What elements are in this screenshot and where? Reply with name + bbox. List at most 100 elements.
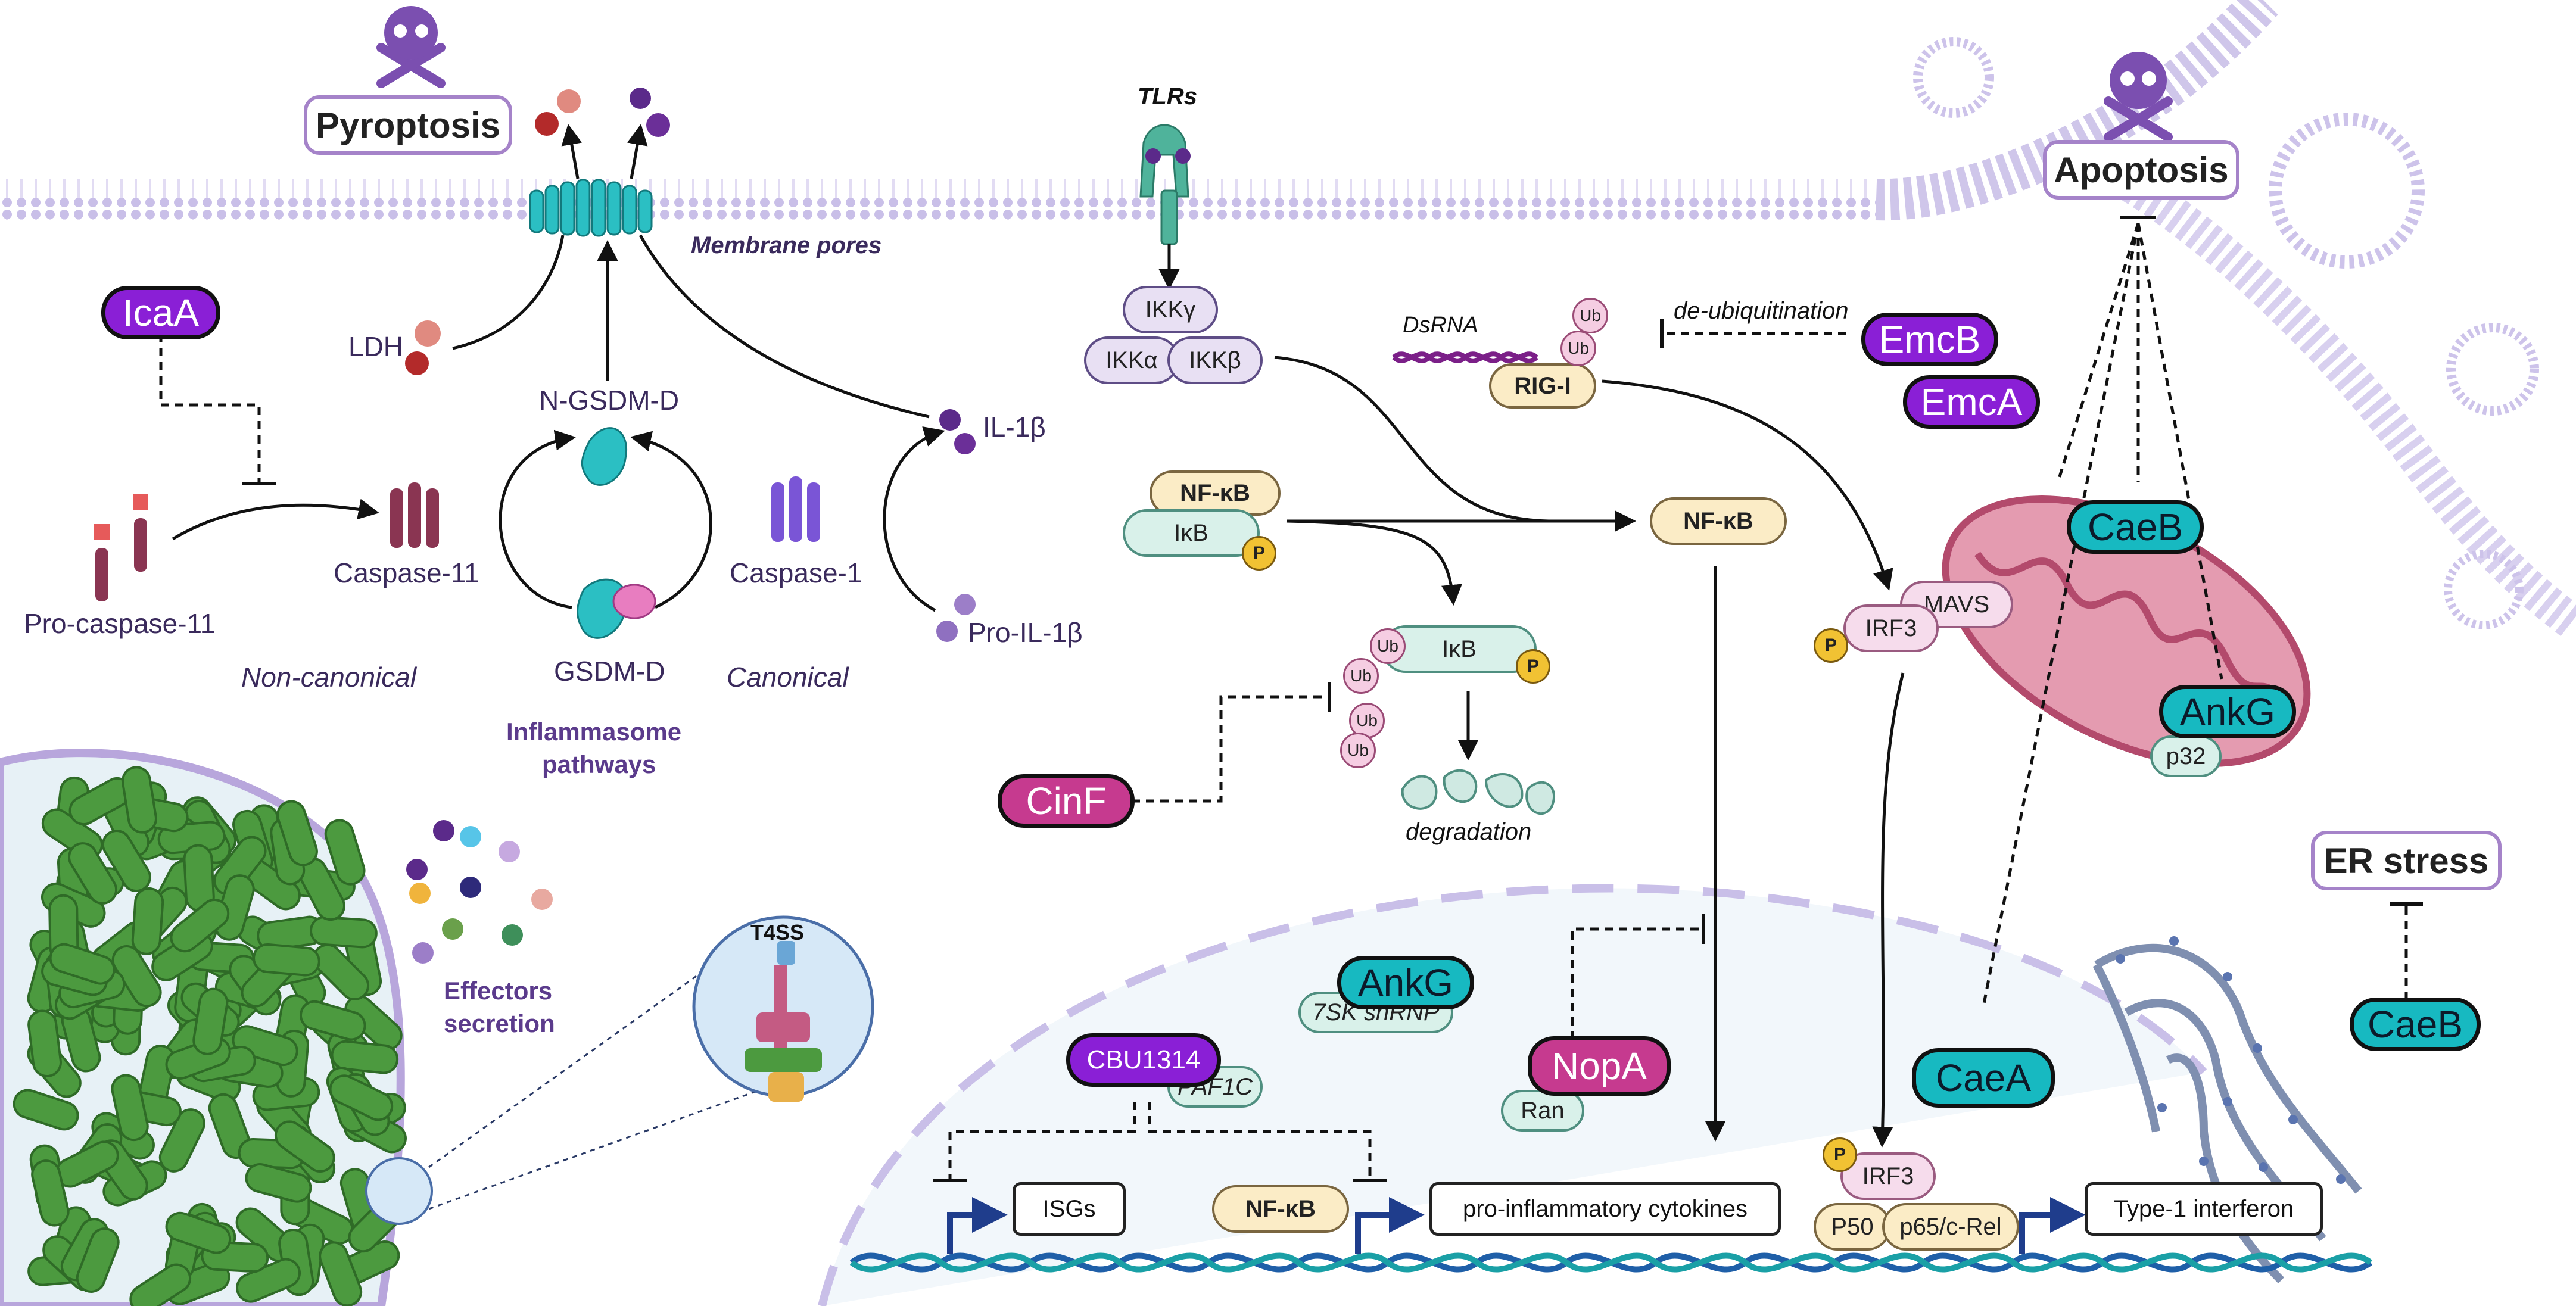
de-ubiquitination-label: de-ubiquitination [1674, 298, 1849, 324]
bacterium [13, 1089, 79, 1131]
bacterium [129, 1263, 192, 1306]
irf3-cytoplasm: IRF3 [1843, 604, 1939, 652]
ub-rig-2: Ub [1560, 331, 1596, 366]
nfkb-cytoplasm: NF-κB [1150, 470, 1281, 516]
t4ss-label: T4SS [750, 920, 805, 945]
bacterium [121, 766, 157, 834]
ub-2: Ub [1343, 658, 1379, 694]
bacterium [329, 1074, 394, 1121]
ub-3: Ub [1349, 703, 1385, 738]
bacterium [312, 943, 370, 1000]
plasma-membrane-right-2 [2111, 163, 2576, 640]
effector-nopa: NopA [1528, 1036, 1671, 1096]
dna-helix [849, 1252, 2373, 1273]
pro-caspase-11-label: Pro-caspase-11 [24, 608, 216, 639]
p32: p32 [2150, 735, 2222, 777]
effector-emca: EmcA [1903, 375, 2040, 429]
p-irf3-2: P [1823, 1137, 1857, 1172]
isgs-box: ISGs [1013, 1182, 1126, 1236]
bacterium [319, 1241, 363, 1306]
il-1b-label: IL-1β [983, 412, 1046, 442]
effectors-label-1: Effectors [444, 977, 553, 1005]
rig-i: RIG-I [1489, 363, 1596, 409]
bacterium [213, 836, 267, 896]
caspase-1-label: Caspase-1 [730, 557, 862, 588]
effector-ankg-mito: AnkG [2159, 685, 2296, 738]
vesicles [1913, 37, 2539, 629]
bacterium [27, 1009, 62, 1077]
bacterium [76, 1227, 120, 1293]
tlr-receptor [1139, 124, 1189, 245]
ran: Ran [1501, 1090, 1584, 1132]
effector-ankg-nucleus: AnkG [1337, 956, 1474, 1009]
paf1c: PAF1C [1167, 1066, 1263, 1108]
membrane-pores-label: Membrane pores [691, 232, 882, 258]
p-ikb-2: P [1516, 649, 1550, 684]
effector-cbu1314: CBU1314 [1066, 1033, 1221, 1087]
bacterium [68, 842, 118, 905]
non-canonical-label: Non-canonical [241, 662, 417, 693]
membrane-pore [529, 179, 653, 237]
bacterium [192, 987, 229, 1055]
bacterium [49, 943, 116, 985]
dsrna-label: DsRNA [1403, 313, 1478, 338]
p-irf3-1: P [1814, 628, 1848, 663]
bacterium [131, 887, 164, 955]
effector-icaa: IcaA [101, 286, 220, 339]
ikb-ub: IκB [1382, 625, 1537, 673]
effector-caeb-er: CaeB [2350, 998, 2481, 1051]
irf3-nucleus: IRF3 [1840, 1152, 1936, 1200]
ub-4: Ub [1340, 733, 1376, 768]
degradation-label: degradation [1406, 819, 1532, 845]
tlrs-label: TLRs [1138, 83, 1197, 110]
pro-inflammatory-box: pro-inflammatory cytokines [1429, 1182, 1781, 1236]
bacteria-cluster [13, 766, 407, 1306]
pro-il-1b-label: Pro-IL-1β [968, 617, 1083, 648]
n-gsdm-d-shape [581, 427, 627, 486]
bacterium [101, 830, 151, 892]
effector-emcb: EmcB [1861, 313, 1998, 366]
bacterium [31, 1159, 70, 1227]
p-ikb-1: P [1242, 536, 1276, 571]
ldh-label: LDH [348, 331, 404, 362]
bacterium [324, 819, 366, 886]
ub-rig-1: Ub [1572, 298, 1608, 333]
plasma-membrane-left [0, 179, 1876, 220]
inflammasome-label-2: pathways [542, 750, 656, 778]
ikk-beta: IKKβ [1167, 336, 1263, 384]
n-gsdm-d-label: N-GSDM-D [539, 385, 680, 416]
ikb-complex: IκB [1123, 509, 1260, 557]
ub-1: Ub [1370, 628, 1406, 664]
bacterium [253, 943, 320, 977]
bacterium [158, 1108, 205, 1173]
bacterium [232, 1025, 298, 1067]
bacterium [300, 1000, 366, 1041]
effector-caeb-mito: CaeB [2067, 500, 2204, 554]
apoptosis-label: Apoptosis [2043, 140, 2239, 200]
caspase-11-label: Caspase-11 [334, 557, 479, 588]
bacterium [165, 1211, 232, 1254]
p50: P50 [1814, 1203, 1891, 1251]
nfkb-nucleus: NF-κB [1212, 1185, 1349, 1233]
ikk-gamma: IKKγ [1123, 286, 1218, 333]
pyroptosis-label: Pyroptosis [304, 95, 512, 155]
ikk-alpha: IKKα [1084, 336, 1179, 384]
bacterium [170, 898, 230, 953]
skull-icon-apoptosis [2104, 52, 2173, 142]
bacterium [331, 1040, 399, 1074]
skull-icon-pyroptosis [376, 6, 446, 88]
er-stress-label: ER stress [2311, 831, 2502, 890]
t4ss-inset [365, 915, 874, 1225]
inflammasome-label-1: Inflammasome [506, 718, 682, 746]
bacterium [344, 995, 403, 1051]
nfkb-free: NF-κB [1650, 497, 1787, 545]
bacterium [111, 1074, 149, 1142]
type1-ifn-box: Type-1 interferon [2085, 1182, 2323, 1236]
bacterium [245, 1163, 312, 1203]
gsdm-d-label: GSDM-D [554, 656, 665, 687]
effector-cinf: CinF [998, 774, 1135, 828]
p65-c-rel: p65/c-Rel [1882, 1203, 2019, 1251]
bacterium [274, 1120, 335, 1173]
